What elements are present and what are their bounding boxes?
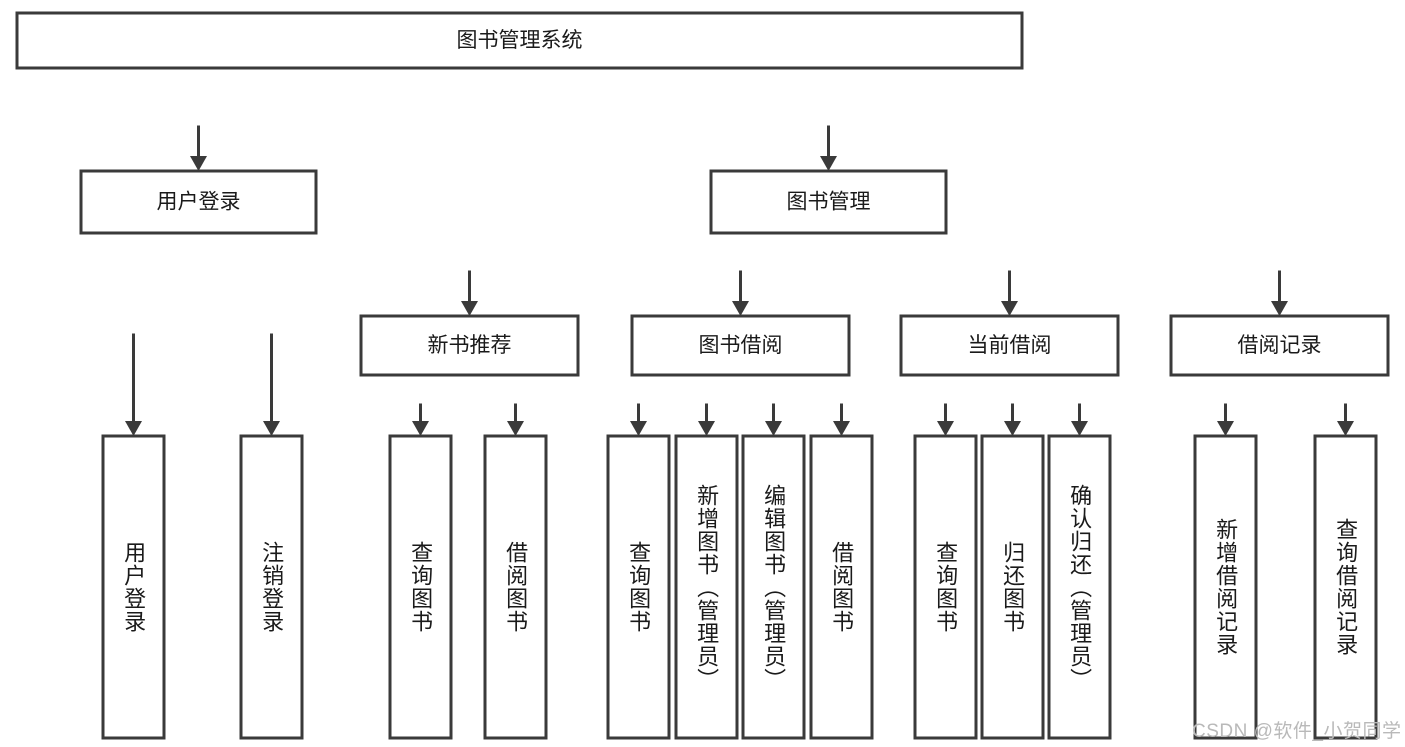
node-box-rect[interactable]	[239, 434, 304, 740]
arrow-head-icon	[1071, 421, 1088, 436]
node-box-rect[interactable]	[709, 169, 948, 235]
arrow-head-icon	[190, 156, 207, 171]
level2-node-1-3[interactable]	[1169, 314, 1390, 377]
node-box-rect[interactable]	[1169, 314, 1390, 377]
arrow-head-icon	[765, 421, 782, 436]
leaf-node-0-1[interactable]	[239, 434, 304, 740]
node-box-rect[interactable]	[899, 314, 1120, 377]
arrow-head-icon	[461, 301, 478, 316]
node-label: 用户登录	[157, 191, 241, 214]
node-box-rect[interactable]	[483, 434, 548, 740]
node-box-rect[interactable]	[913, 434, 978, 740]
node-box-rect[interactable]	[1313, 434, 1378, 740]
arrow-head-icon	[1337, 421, 1354, 436]
arrow-head-icon	[507, 421, 524, 436]
node-box-rect[interactable]	[79, 169, 318, 235]
leaf-node-1-1-2[interactable]	[741, 434, 806, 740]
level1-node-1[interactable]	[709, 169, 948, 235]
node-box-rect[interactable]	[359, 314, 580, 377]
node-box-rect[interactable]	[606, 434, 671, 740]
arrow-head-icon	[833, 421, 850, 436]
arrow-head-icon	[412, 421, 429, 436]
level1-node-0[interactable]	[79, 169, 318, 235]
leaf-node-0-0[interactable]	[101, 434, 166, 740]
leaf-node-1-3-0[interactable]	[1193, 434, 1258, 740]
node-box-rect[interactable]	[1193, 434, 1258, 740]
leaf-node-1-1-3[interactable]	[809, 434, 874, 740]
leaf-node-1-1-1[interactable]	[674, 434, 739, 740]
node-box-rect[interactable]	[1047, 434, 1112, 740]
root-node-book-management-system[interactable]	[15, 11, 1024, 70]
node-label: 图书管理	[787, 191, 871, 214]
leaf-node-1-0-0[interactable]	[388, 434, 453, 740]
node-box-rect[interactable]	[630, 314, 851, 377]
arrow-head-icon	[937, 421, 954, 436]
leaf-node-1-2-1[interactable]	[980, 434, 1045, 740]
level2-node-1-2[interactable]	[899, 314, 1120, 377]
arrow-head-icon	[698, 421, 715, 436]
arrow-head-icon	[630, 421, 647, 436]
leaf-node-1-2-2[interactable]	[1047, 434, 1112, 740]
arrow-head-icon	[1217, 421, 1234, 436]
node-box-rect[interactable]	[741, 434, 806, 740]
level2-node-1-1[interactable]	[630, 314, 851, 377]
arrow-head-icon	[820, 156, 837, 171]
arrow-head-icon	[1004, 421, 1021, 436]
node-label: 图书借阅	[699, 334, 783, 357]
csdn-watermark: CSDN @软件_小贺同学	[1192, 721, 1402, 742]
leaf-node-1-1-0[interactable]	[606, 434, 671, 740]
node-box-rect[interactable]	[980, 434, 1045, 740]
node-box-rect[interactable]	[809, 434, 874, 740]
leaf-node-1-3-1[interactable]	[1313, 434, 1378, 740]
node-label: 借阅记录	[1238, 334, 1322, 357]
leaf-node-1-2-0[interactable]	[913, 434, 978, 740]
node-box-rect[interactable]	[15, 11, 1024, 70]
arrow-head-icon	[263, 421, 280, 436]
leaf-node-1-0-1[interactable]	[483, 434, 548, 740]
level2-node-1-0[interactable]	[359, 314, 580, 377]
node-label: 图书管理系统	[457, 29, 583, 52]
node-box-rect[interactable]	[101, 434, 166, 740]
node-label: 当前借阅	[968, 334, 1052, 357]
node-box-rect[interactable]	[674, 434, 739, 740]
node-label: 新书推荐	[428, 334, 512, 357]
node-box-rect[interactable]	[388, 434, 453, 740]
arrow-head-icon	[1271, 301, 1288, 316]
arrow-head-icon	[1001, 301, 1018, 316]
arrow-head-icon	[125, 421, 142, 436]
arrow-head-icon	[732, 301, 749, 316]
